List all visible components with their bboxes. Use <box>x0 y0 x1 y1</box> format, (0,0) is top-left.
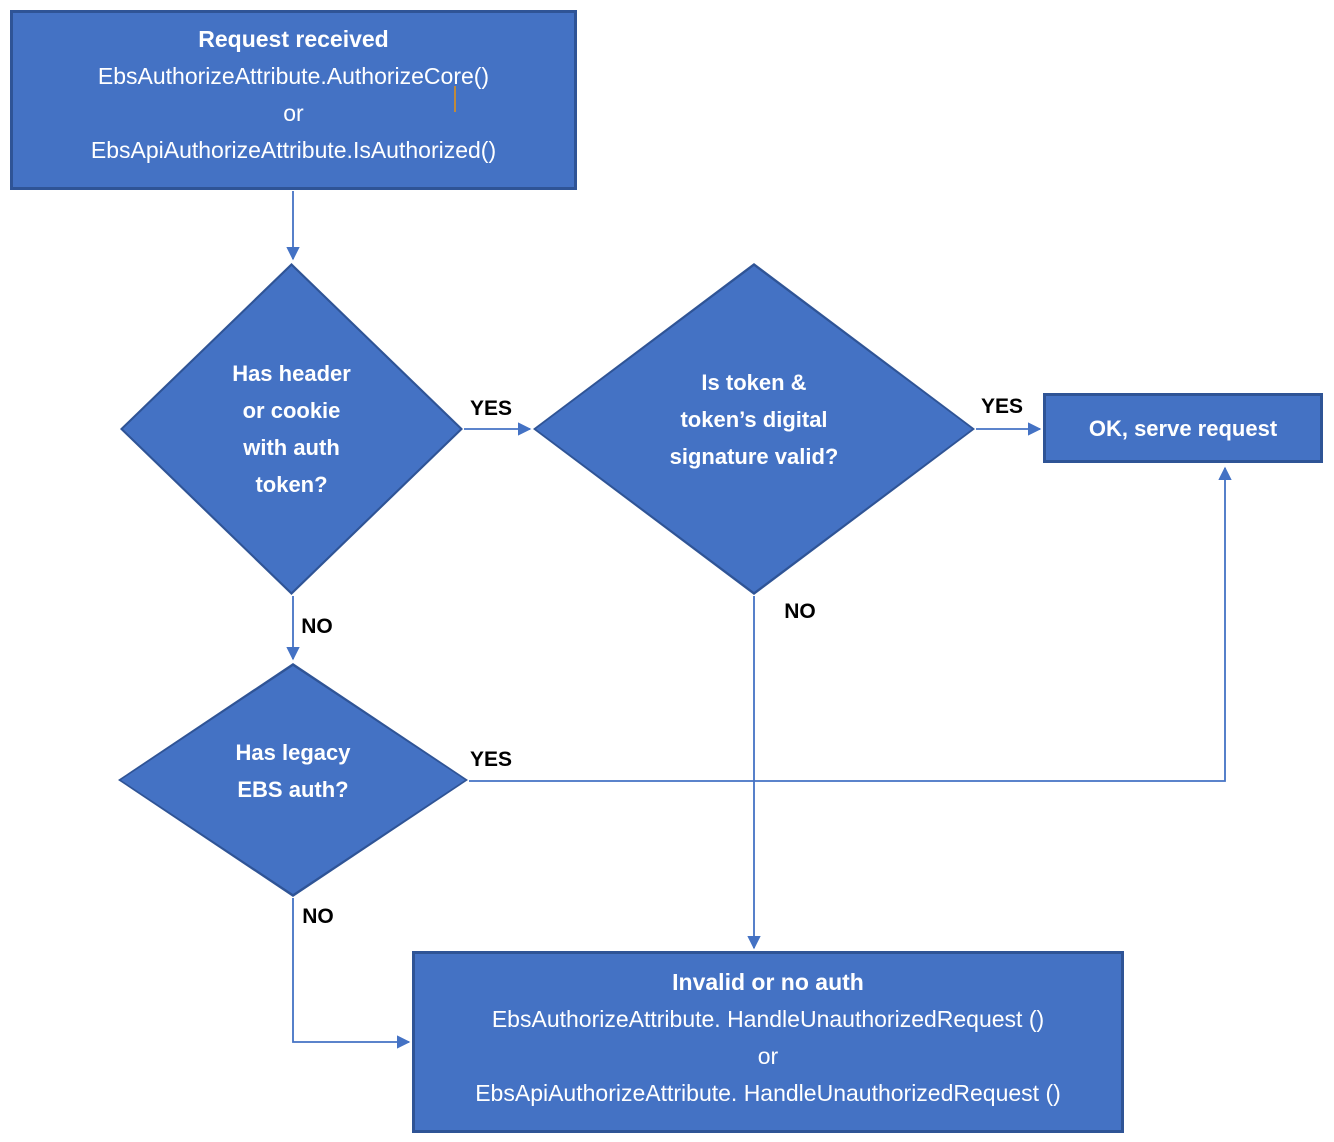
node-is-token-valid: Is token & token’s digital signature val… <box>533 263 975 595</box>
diamond-line: with auth <box>243 435 340 460</box>
node-request-received-line: EbsAuthorizeAttribute.AuthorizeCore() <box>97 63 490 89</box>
diamond-line: Is token & <box>701 369 807 395</box>
node-invalid-line: or <box>757 1043 779 1069</box>
node-request-received-line: or <box>283 100 304 126</box>
diamond-line: Has legacy <box>235 740 351 765</box>
diamond-line: Has header <box>232 361 351 386</box>
diamond-line: token’s digital <box>680 406 828 432</box>
node-request-received-line: EbsApiAuthorizeAttribute.IsAuthorized() <box>90 137 497 163</box>
node-request-received: Request received EbsAuthorizeAttribute.A… <box>10 10 577 190</box>
edge-label-is-token-no: NO <box>784 600 816 623</box>
node-is-token-valid-text: Is token & token’s digital signature val… <box>533 263 975 595</box>
node-has-header-or-cookie-text: Has header or cookie with auth token? <box>120 263 463 595</box>
edge-label-has-legacy-no: NO <box>302 905 334 928</box>
diamond-line: EBS auth? <box>237 777 349 802</box>
edge-label-has-header-no: NO <box>301 615 333 638</box>
node-ok-serve-request: OK, serve request <box>1043 393 1323 463</box>
node-invalid-line: EbsApiAuthorizeAttribute. HandleUnauthor… <box>475 1080 1061 1106</box>
node-has-legacy-ebs-auth: Has legacy EBS auth? <box>118 663 468 897</box>
edge-label-is-token-yes: YES <box>980 395 1024 418</box>
node-request-received-title: Request received <box>198 26 389 52</box>
diamond-line: token? <box>255 472 328 497</box>
node-has-legacy-ebs-auth-text: Has legacy EBS auth? <box>118 663 468 897</box>
diamond-line: or cookie <box>242 398 341 423</box>
diamond-line: signature valid? <box>669 443 839 469</box>
edge-label-has-header-yes: YES <box>469 397 513 420</box>
stray-cursor-mark <box>454 86 456 112</box>
edge-label-has-legacy-yes: YES <box>469 748 513 771</box>
node-invalid-line: EbsAuthorizeAttribute. HandleUnauthorize… <box>491 1006 1045 1032</box>
node-ok-serve-request-label: OK, serve request <box>1088 415 1278 441</box>
node-invalid-title: Invalid or no auth <box>672 969 864 995</box>
node-invalid-or-no-auth: Invalid or no auth EbsAuthorizeAttribute… <box>412 951 1124 1133</box>
node-has-header-or-cookie: Has header or cookie with auth token? <box>120 263 463 595</box>
